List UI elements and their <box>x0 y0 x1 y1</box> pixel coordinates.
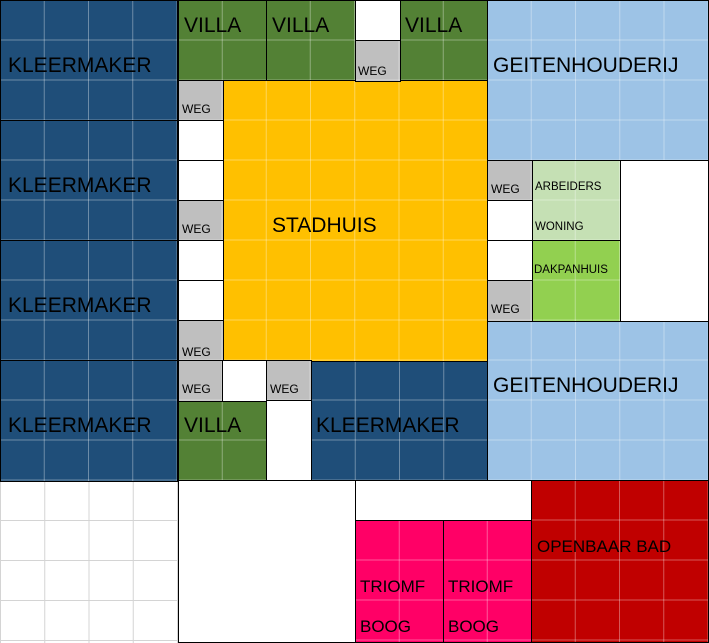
weg-cell <box>266 360 312 402</box>
kleermaker-label: KLEERMAKER <box>8 174 152 197</box>
woning-label: WONING <box>535 221 584 233</box>
empty-cell <box>178 240 224 282</box>
openbaar-bad-label: OPENBAAR BAD <box>537 537 672 556</box>
weg-label: WEG <box>182 382 211 396</box>
boog-label: BOOG <box>360 617 412 636</box>
villa-block-2 <box>266 0 356 82</box>
kleermaker-label: KLEERMAKER <box>8 414 152 437</box>
weg-label: WEG <box>182 345 211 359</box>
arbeiders-label: ARBEIDERS <box>535 181 602 193</box>
villa-label: VILLA <box>405 14 463 37</box>
weg-cell <box>487 280 533 322</box>
weg-label: WEG <box>182 222 211 236</box>
empty-cell <box>178 280 224 322</box>
weg-label: WEG <box>270 382 299 396</box>
weg-label: WEG <box>491 182 520 196</box>
empty-cell <box>487 240 533 282</box>
kleermaker-block-2 <box>0 120 178 242</box>
openbaar-bad-block <box>531 480 709 643</box>
weg-label: WEG <box>491 302 520 316</box>
empty-cell <box>178 160 224 202</box>
dakpanhuis-block <box>531 240 621 322</box>
empty-cell <box>355 0 401 42</box>
empty-cell <box>487 200 533 242</box>
villa-label: VILLA <box>272 14 330 37</box>
weg-cell <box>178 360 224 402</box>
empty-cell <box>178 120 224 162</box>
bottom-upper-strip <box>355 480 533 522</box>
weg-label: WEG <box>182 102 211 116</box>
kleermaker-block-5 <box>311 360 489 482</box>
empty-cell <box>222 360 268 402</box>
villa-block-3 <box>399 0 489 82</box>
villa-label: VILLA <box>184 14 242 37</box>
villa-label: VILLA <box>184 414 242 437</box>
weg-label: WEG <box>358 64 387 78</box>
stadhuis-block <box>222 80 489 362</box>
weg-cell <box>178 80 224 122</box>
villa-block-1 <box>178 0 268 82</box>
geitenhouderij-block-2 <box>487 320 709 482</box>
triomf-label: TRIOMF <box>448 577 514 596</box>
geitenhouderij-label: GEITENHOUDERIJ <box>493 54 679 77</box>
arbeiderswoning-block <box>531 160 621 242</box>
weg-cell <box>355 40 401 82</box>
kleermaker-block-4 <box>0 360 178 482</box>
dakpanhuis-label: DAKPANHUIS <box>534 264 608 276</box>
weg-cell <box>178 200 224 242</box>
kleermaker-label: KLEERMAKER <box>8 54 152 77</box>
kleermaker-label: KLEERMAKER <box>316 414 460 437</box>
triomf-label: TRIOMF <box>360 577 426 596</box>
boog-label: BOOG <box>448 617 500 636</box>
geitenhouderij-block-1 <box>487 0 709 162</box>
kleermaker-block-3 <box>0 240 178 362</box>
stadhuis-label: STADHUIS <box>272 214 377 237</box>
geitenhouderij-label: GEITENHOUDERIJ <box>493 374 679 397</box>
villa-block-4 <box>178 400 268 482</box>
kleermaker-block-1 <box>0 0 178 122</box>
kleermaker-label: KLEERMAKER <box>8 294 152 317</box>
empty-cell <box>266 400 312 482</box>
